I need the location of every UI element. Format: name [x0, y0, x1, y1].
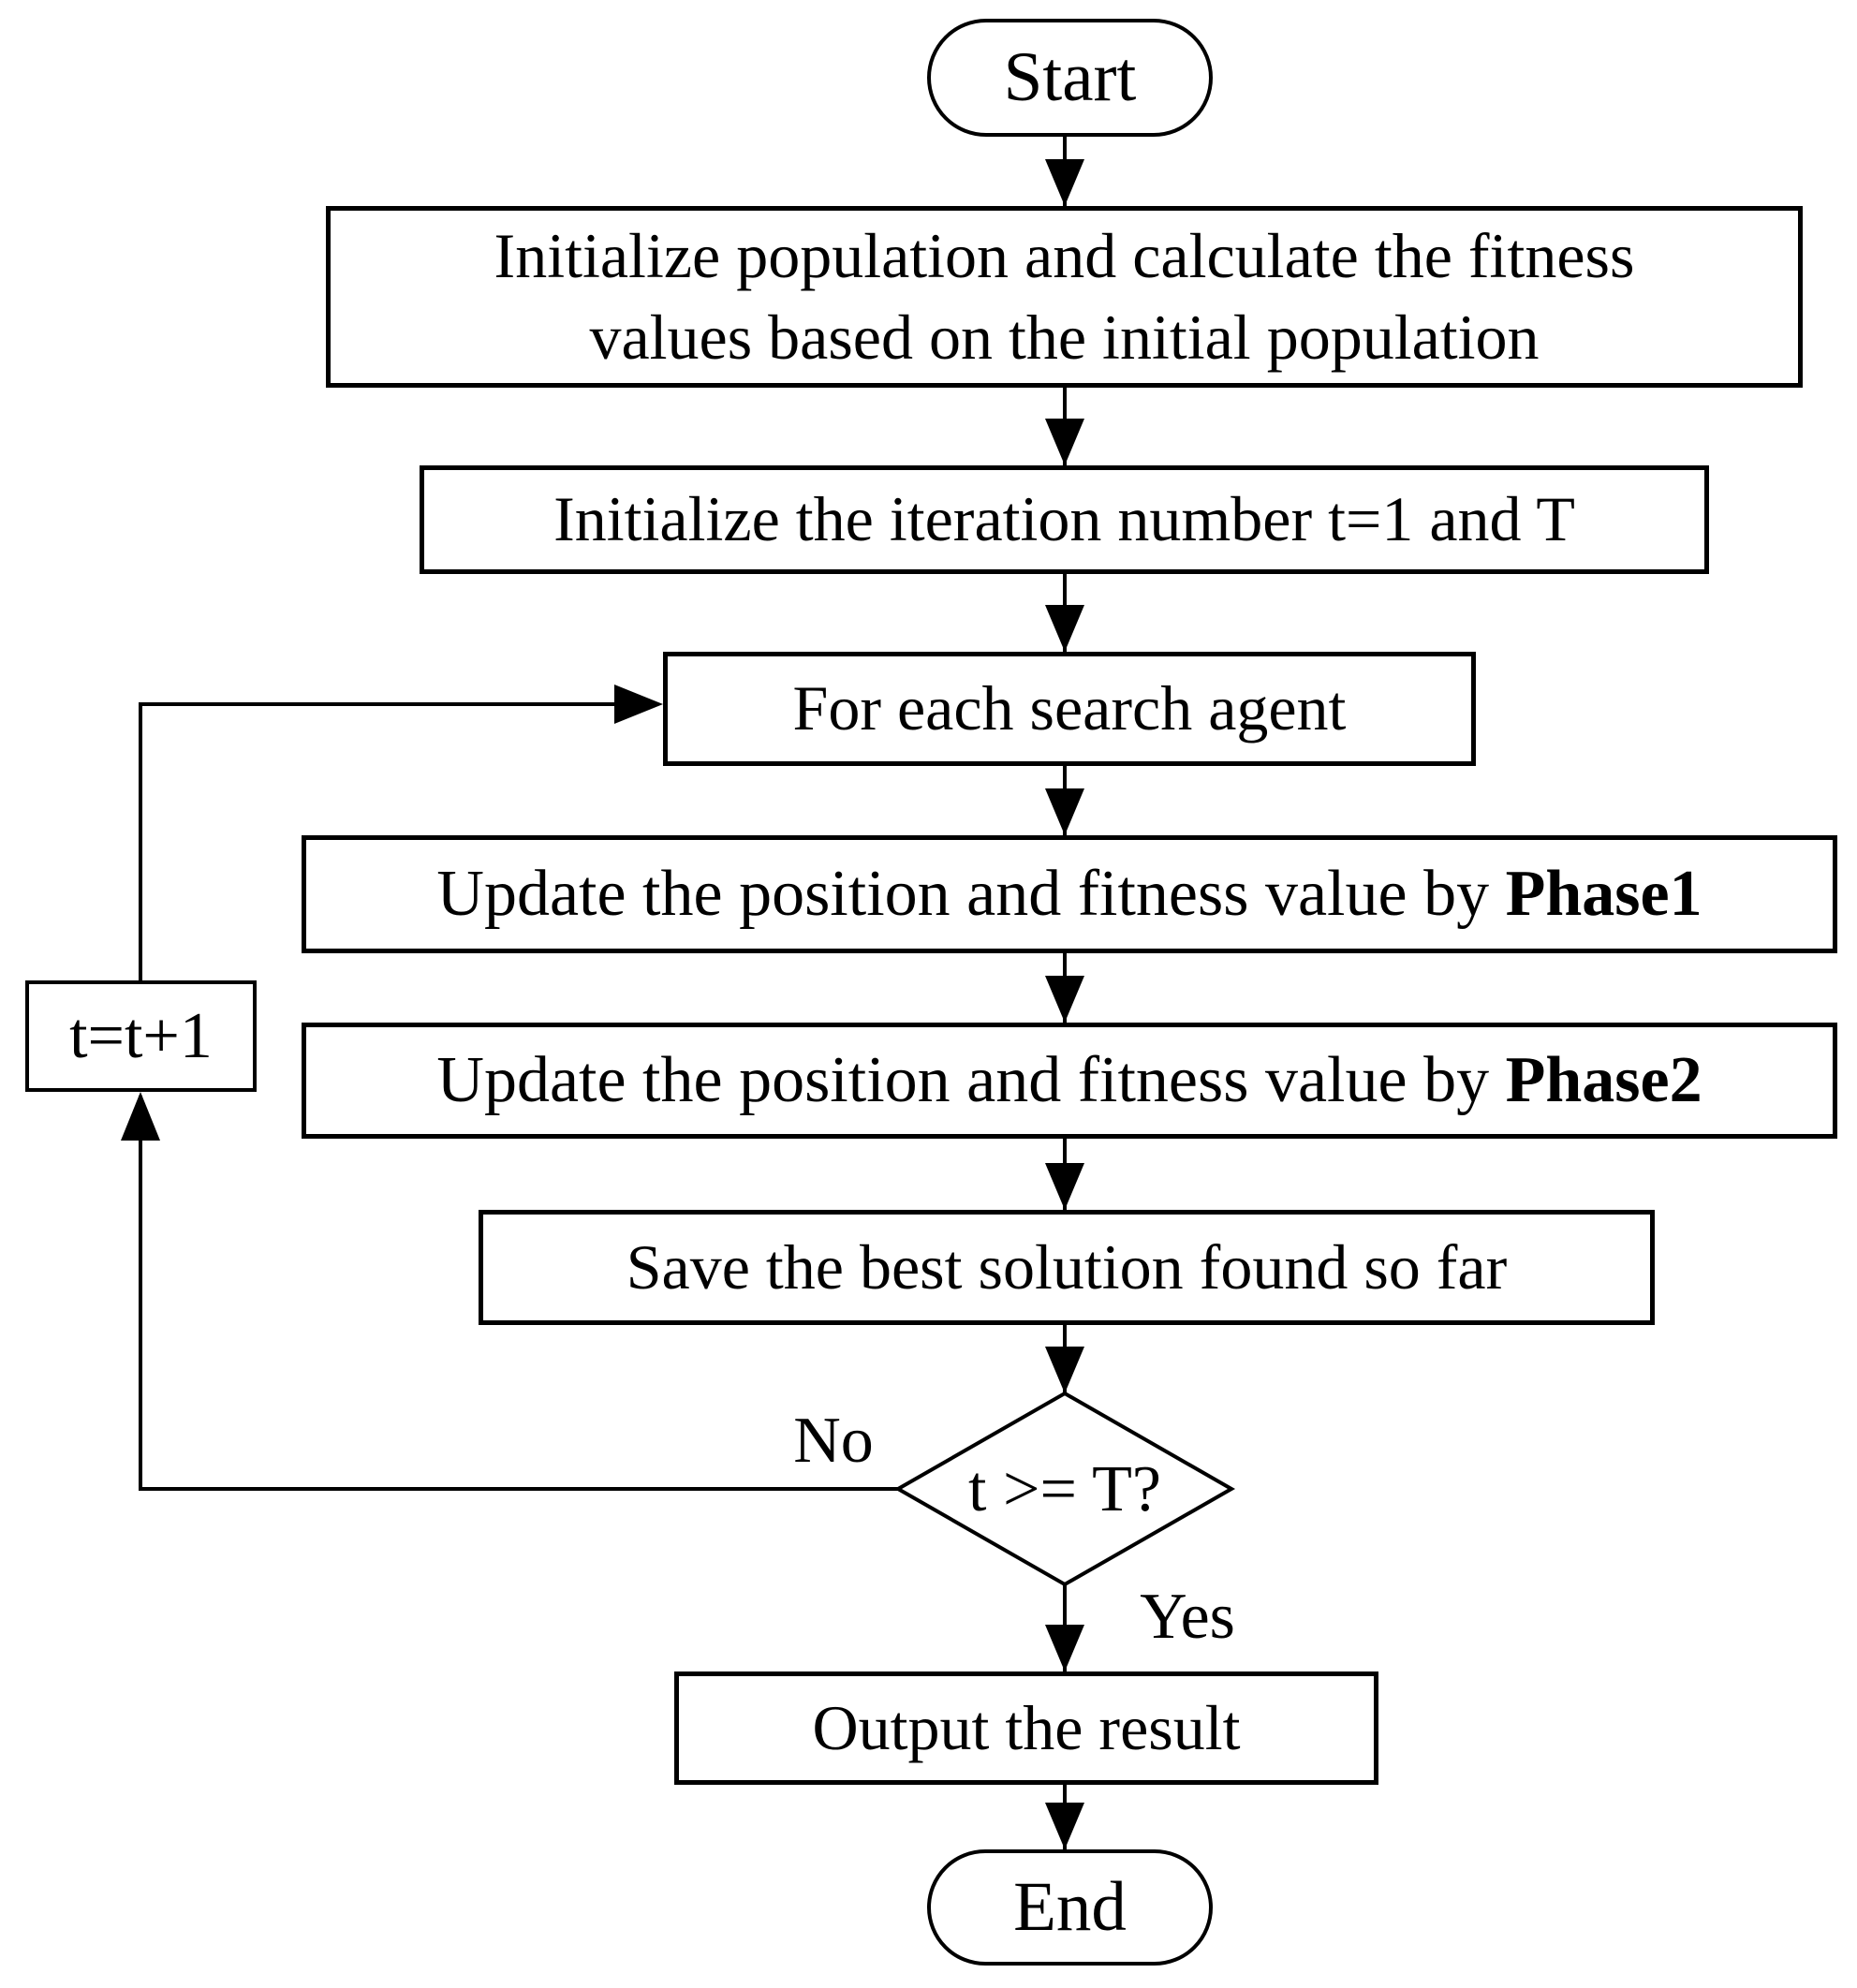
process-increment-t: t=t+1	[25, 980, 257, 1092]
arrowhead	[121, 1092, 160, 1141]
arrowhead	[1045, 976, 1084, 1023]
init-population-line1: Initialize population and calculate the …	[494, 219, 1635, 291]
output-label: Output the result	[812, 1691, 1241, 1763]
arrowhead	[1045, 1347, 1084, 1393]
arrowhead	[1045, 788, 1084, 835]
arrowhead	[1045, 605, 1084, 652]
start-terminator: Start	[927, 19, 1213, 137]
decision-label: t >= T?	[968, 1452, 1161, 1525]
for-each-agent-label: For each search agent	[792, 672, 1347, 744]
process-update-phase1: Update the position and fitness value by…	[302, 835, 1837, 953]
process-init-population: Initialize population and calculate the …	[326, 206, 1803, 388]
loop-rail-lower	[139, 1096, 898, 1491]
loop-rail-upper	[139, 702, 626, 980]
arrowhead	[1045, 1163, 1084, 1210]
process-for-each-agent: For each search agent	[663, 652, 1476, 766]
arrowhead	[1045, 419, 1084, 465]
end-label: End	[1013, 1868, 1127, 1946]
arrowhead	[614, 685, 663, 724]
decision-diamond-shape	[893, 1391, 1236, 1587]
arrowhead	[1045, 1803, 1084, 1849]
increment-label: t=t+1	[69, 999, 213, 1072]
process-init-iteration: Initialize the iteration number t=1 and …	[420, 465, 1709, 574]
process-output-result: Output the result	[674, 1671, 1378, 1785]
end-terminator: End	[927, 1849, 1213, 1966]
process-update-phase2: Update the position and fitness value by…	[302, 1023, 1837, 1139]
arrowhead	[1045, 1625, 1084, 1671]
process-save-best: Save the best solution found so far	[479, 1210, 1655, 1325]
update-phase2-text: Update the position and fitness value by…	[436, 1044, 1702, 1117]
save-best-label: Save the best solution found so far	[626, 1230, 1508, 1303]
arrowhead	[1045, 159, 1084, 206]
start-label: Start	[1003, 38, 1137, 116]
edge-label-no: No	[793, 1404, 874, 1477]
init-population-line2: values based on the initial population	[589, 302, 1540, 373]
update-phase1-text: Update the position and fitness value by…	[436, 858, 1702, 931]
phase1-bold: Phase1	[1505, 858, 1702, 931]
phase2-bold: Phase2	[1505, 1044, 1702, 1117]
edge-label-yes: Yes	[1140, 1581, 1235, 1653]
init-iteration-label: Initialize the iteration number t=1 and …	[553, 483, 1575, 555]
